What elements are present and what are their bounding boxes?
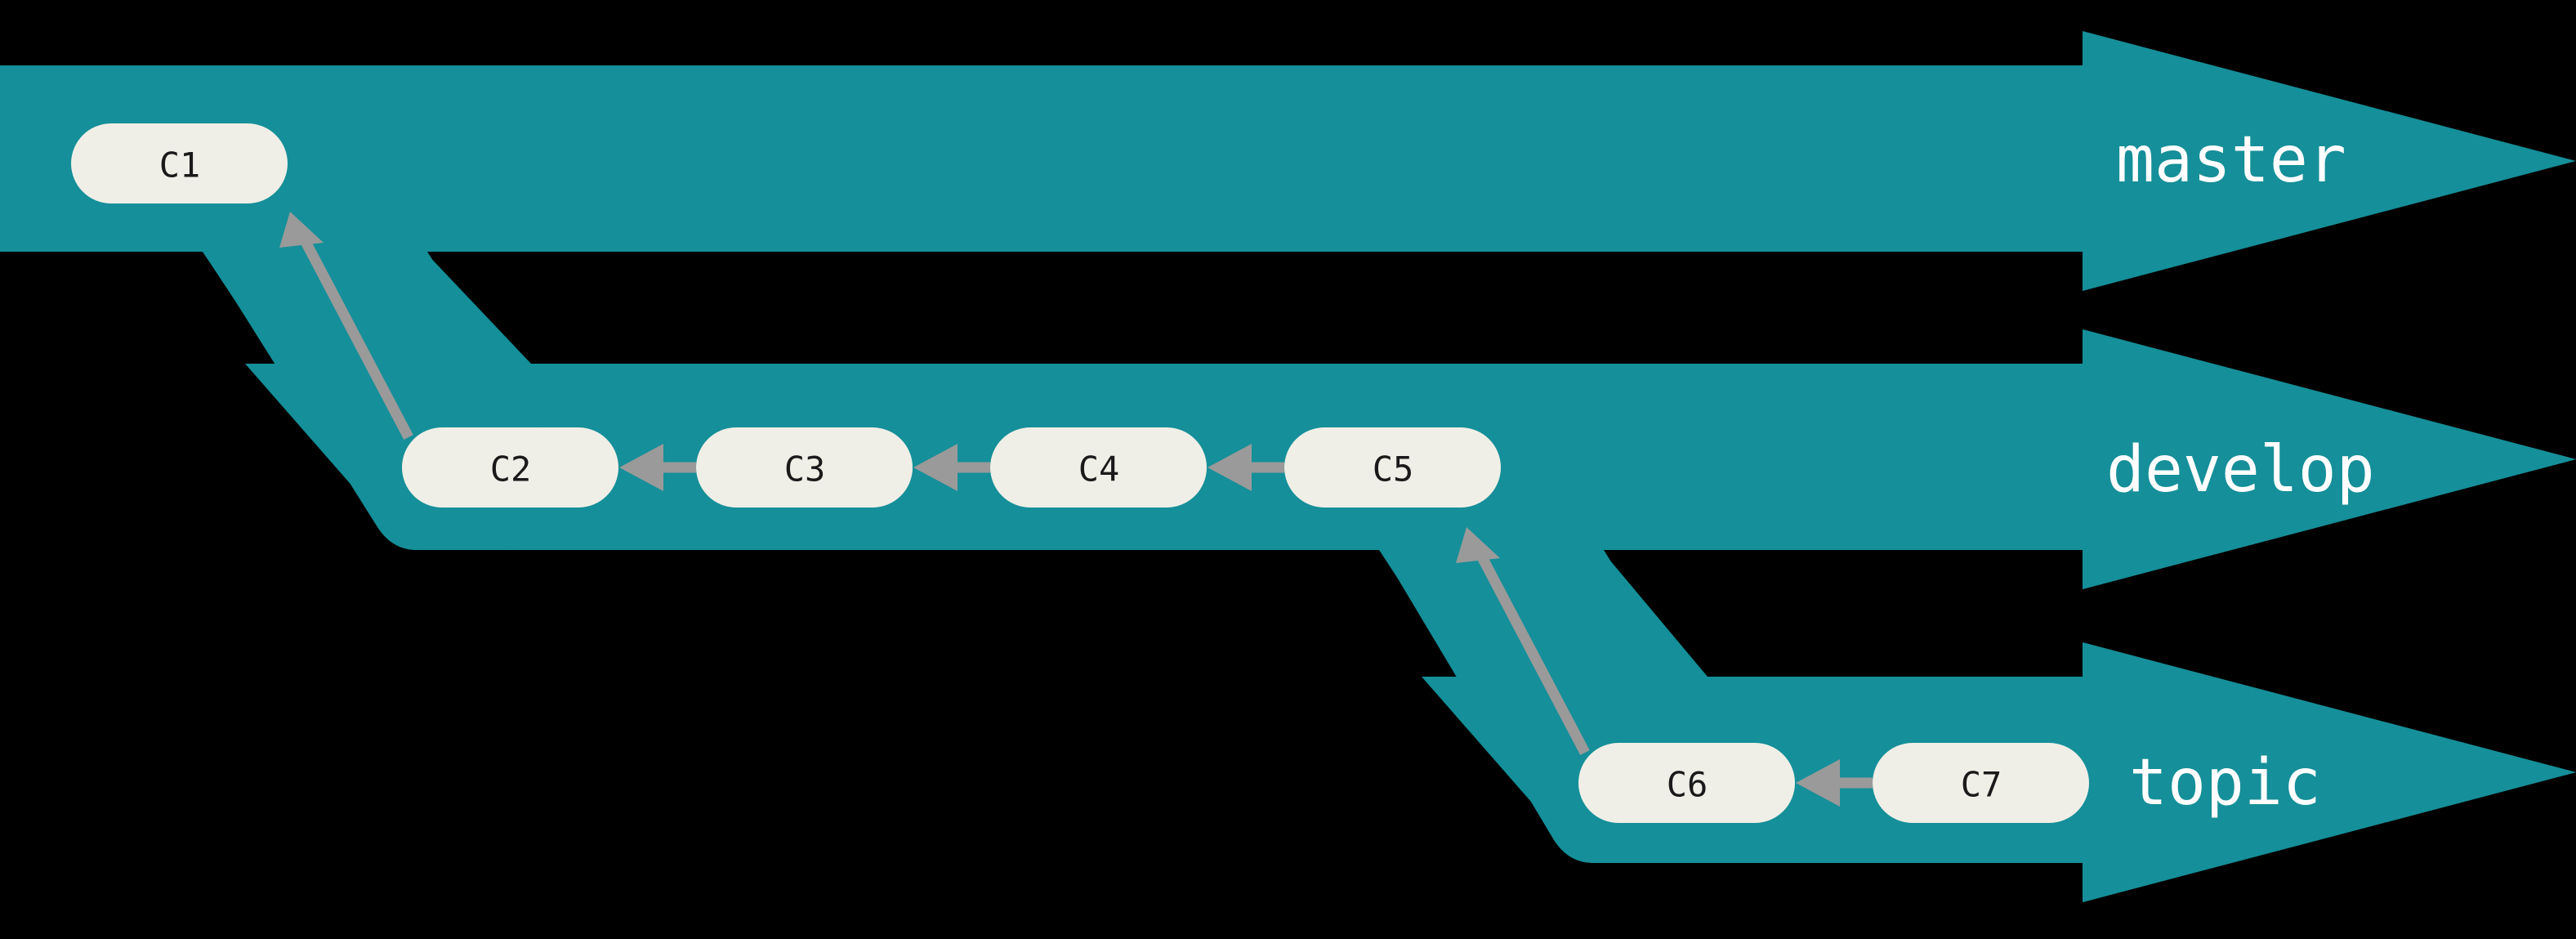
- commit-node-c2[interactable]: C2: [402, 427, 618, 508]
- edge-c4-to-c3: [913, 444, 990, 491]
- commit-node-c4-label: C4: [1078, 449, 1120, 490]
- commit-node-c5[interactable]: C5: [1284, 427, 1501, 508]
- commit-node-c4-shape[interactable]: [990, 427, 1207, 508]
- commit-node-c7-label: C7: [1961, 765, 2002, 805]
- branch-label-develop: develop: [2106, 433, 2375, 507]
- commit-node-c1[interactable]: C1: [71, 123, 288, 203]
- edge-c7-to-c6: [1796, 759, 1873, 807]
- commit-node-c2-shape[interactable]: [402, 427, 618, 508]
- commit-node-c1-label: C1: [159, 145, 201, 186]
- commit-node-c4[interactable]: C4: [990, 427, 1207, 508]
- edge-c6-to-c5: [1456, 527, 1590, 756]
- branch-label-topic: topic: [2129, 746, 2321, 820]
- commit-node-c6-shape[interactable]: [1578, 743, 1795, 823]
- commit-node-c6-label: C6: [1667, 765, 1708, 805]
- commit-node-c2-label: C2: [490, 449, 532, 490]
- branch-band-master: [0, 31, 2576, 550]
- commit-node-c6[interactable]: C6: [1578, 743, 1795, 823]
- commit-node-c3-label: C3: [784, 449, 826, 490]
- commit-node-c7-shape[interactable]: [1873, 743, 2089, 823]
- edge-c3-to-c2: [619, 444, 696, 491]
- commit-node-c7[interactable]: C7: [1873, 743, 2089, 823]
- commit-node-c5-label: C5: [1373, 449, 1414, 490]
- commit-node-c3[interactable]: C3: [696, 427, 913, 508]
- branch-band-develop-corner: [377, 515, 523, 550]
- commit-node-c3-shape[interactable]: [696, 427, 913, 508]
- branch-label-master: master: [2116, 123, 2346, 197]
- commit-node-c5-shape[interactable]: [1284, 427, 1501, 508]
- edge-c5-to-c4: [1208, 444, 1284, 491]
- edge-c2-to-c1: [279, 212, 413, 440]
- commit-node-c1-shape[interactable]: [71, 123, 288, 203]
